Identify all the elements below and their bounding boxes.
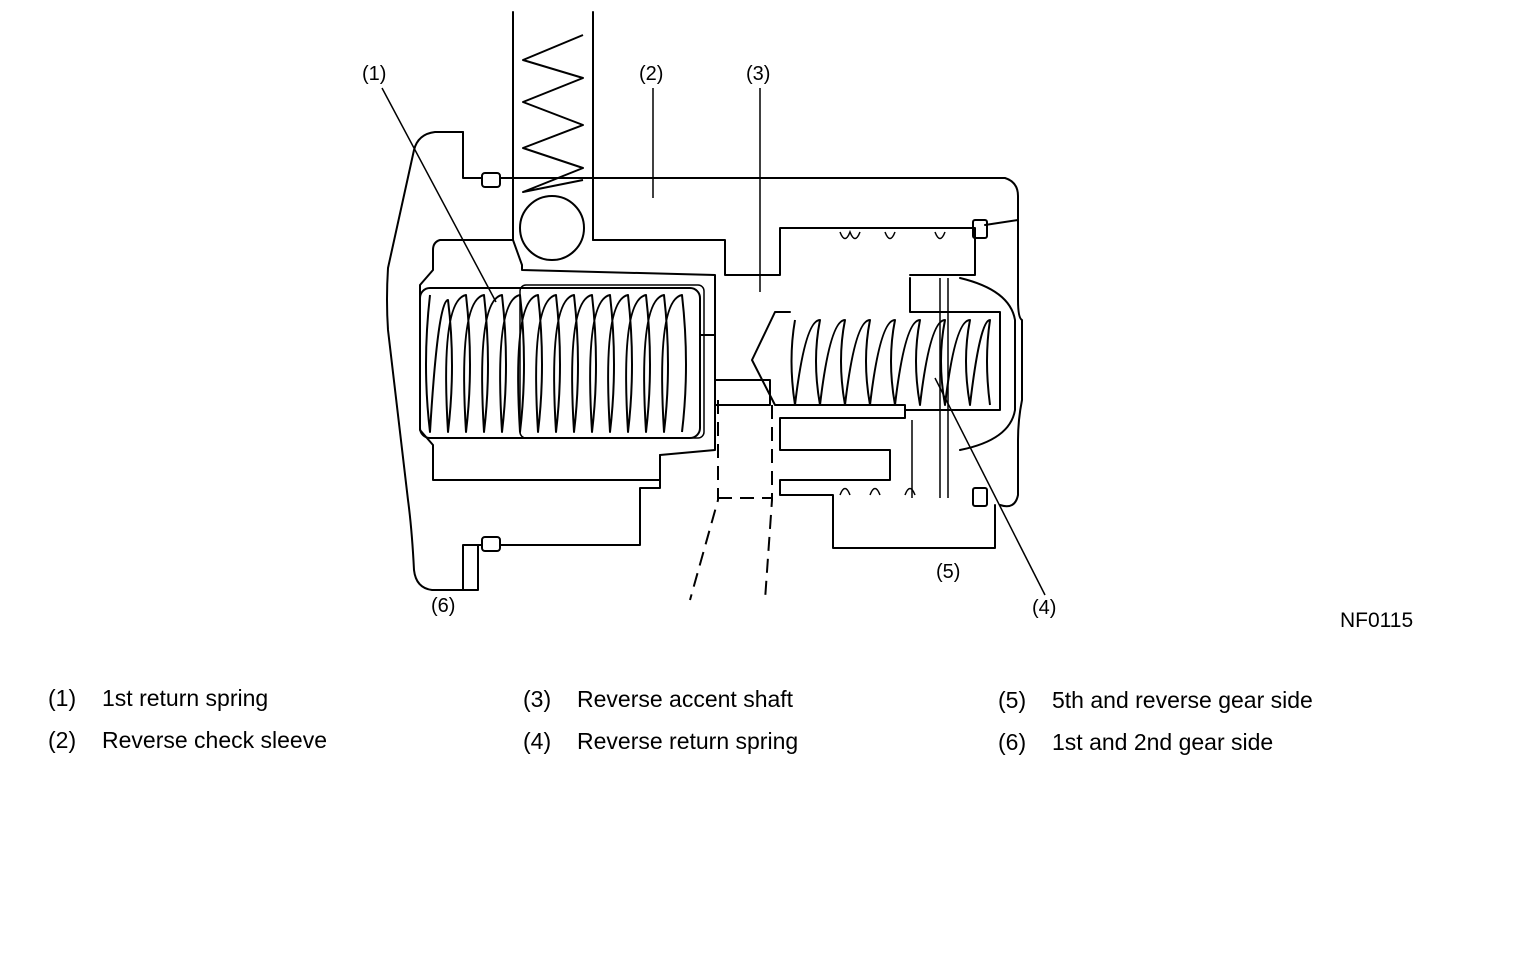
legend-item-4: (4) Reverse return spring [523,727,798,755]
callout-5: (5) [936,561,960,583]
check-ball [519,195,585,261]
right-plunger-outline [751,311,996,549]
callout-1: (1) [362,63,386,85]
legend-text: Reverse accent shaft [577,686,794,712]
legend-text: Reverse check sleeve [102,727,327,753]
lower-clip [972,487,988,507]
legend-item-5: (5) 5th and reverse gear side [998,686,1313,714]
detent-spring [522,34,584,193]
figure-code: NF0115 [1340,609,1413,632]
legend-item-2: (2) Reverse check sleeve [48,726,327,754]
top-body-outline [499,177,1019,226]
legend-num: (4) [523,728,552,754]
lower-o-ring [481,536,501,552]
lower-small-coil [839,487,916,496]
top-body-right-edge [999,219,1023,508]
leader-4 [934,377,1046,596]
callout-6: (6) [431,595,455,617]
right-housing-curve [959,277,1016,451]
callout-4: (4) [1032,597,1056,619]
callout-2: (2) [639,63,663,85]
legend-num: (3) [523,686,552,712]
dashed-line-right [764,405,773,601]
reverse-return-spring [790,319,991,406]
left-sleeve-top [592,227,976,276]
accent-shaft [699,334,771,406]
leader-1 [381,87,497,303]
lower-housing-line [462,544,483,591]
legend-item-3: (3) Reverse accent shaft [523,685,793,713]
legend-text: 1st and 2nd gear side [1052,729,1274,755]
legend-item-6: (6) 1st and 2nd gear side [998,728,1273,756]
legend-num: (5) [998,687,1027,713]
left-sleeve-outline [419,239,716,481]
legend-text: Reverse return spring [577,728,799,754]
legend-num: (1) [48,685,77,711]
legend-num: (2) [48,727,77,753]
legend-num: (6) [998,729,1027,755]
right-plunger-top [904,277,1001,411]
left-housing-inner [462,131,483,179]
legend: (1) 1st return spring (2) Reverse check sl… [0,680,1520,780]
first-return-spring [419,284,705,439]
lower-housing-bottom [499,454,661,546]
legend-item-1: (1) 1st return spring [48,684,268,712]
upper-o-ring [481,172,501,188]
callout-3: (3) [746,63,770,85]
mechanism-diagram: (1) (2) (3) (4) (5) (6) NF0115 [362,11,1413,632]
left-housing-outline [386,131,479,591]
legend-text: 5th and reverse gear side [1052,687,1313,713]
upper-clip [972,219,988,239]
legend-text: 1st return spring [102,685,269,711]
upper-small-coil [839,229,946,240]
dashed-line-left [689,400,719,601]
